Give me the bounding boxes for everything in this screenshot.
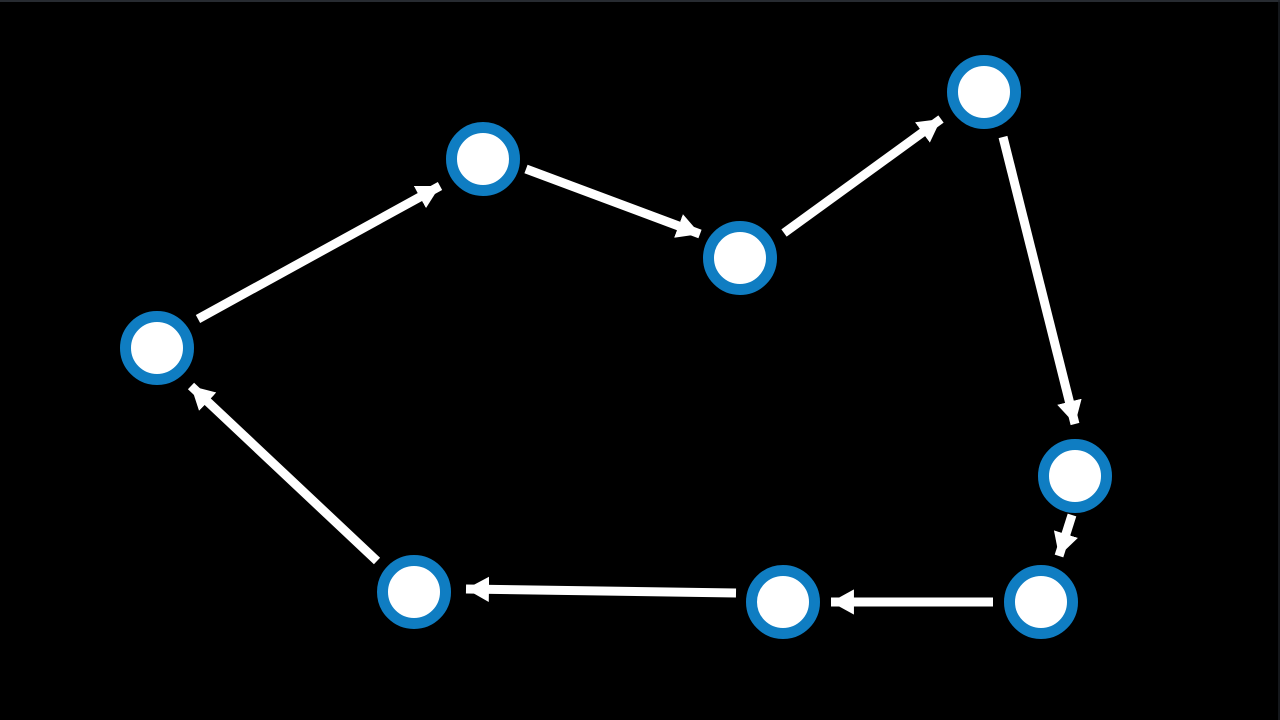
graph-edge-n7-n8 [465, 576, 737, 602]
window-top-edge [0, 0, 1280, 2]
graph-node-n3 [703, 221, 777, 295]
graph-node-n5 [1038, 439, 1112, 513]
graph-edge-n3-n4 [781, 115, 944, 237]
graph-edge-n5-n6 [1053, 513, 1078, 558]
graph-edge-n8-n1 [187, 382, 381, 565]
graph-node-n7 [746, 565, 820, 639]
graph-node-n6 [1004, 565, 1078, 639]
window-right-edge [1278, 0, 1280, 720]
graph-node-n2 [446, 122, 520, 196]
graph-node-n4 [947, 55, 1021, 129]
graph-edge-n4-n5 [998, 135, 1082, 426]
graph-node-n8 [377, 555, 451, 629]
graph-edge-n2-n3 [524, 164, 702, 239]
graph-edge-n1-n2 [195, 182, 443, 323]
graph-node-n1 [120, 311, 194, 385]
